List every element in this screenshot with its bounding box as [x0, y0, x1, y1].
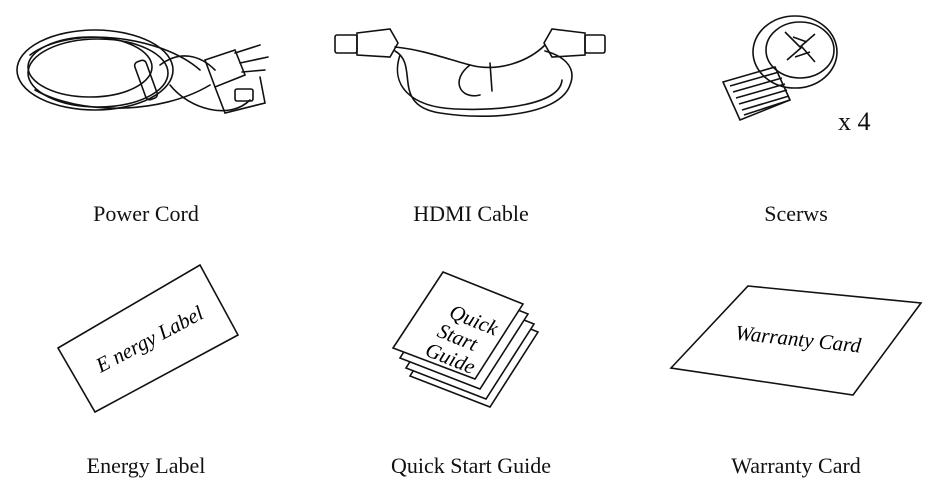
caption-quick-start-guide: Quick Start Guide [390, 453, 552, 478]
warranty-card-icon: Warranty Card [669, 285, 923, 396]
caption-energy-label: Energy Label [86, 453, 206, 478]
hdmi-cable-icon [334, 28, 606, 117]
caption-warranty-card: Warranty Card [731, 453, 861, 478]
caption-hdmi-cable: HDMI Cable [413, 201, 529, 226]
energy-label-icon: E nergy Label [56, 263, 240, 414]
power-cord-icon [16, 29, 269, 114]
caption-power-cord: Power Cord [93, 201, 199, 226]
caption-screws: Scerws [764, 201, 828, 226]
quick-start-guide-icon: Quick Start Guide [391, 271, 540, 408]
screw-icon [721, 15, 838, 122]
screw-quantity-label: x 4 [838, 107, 871, 136]
